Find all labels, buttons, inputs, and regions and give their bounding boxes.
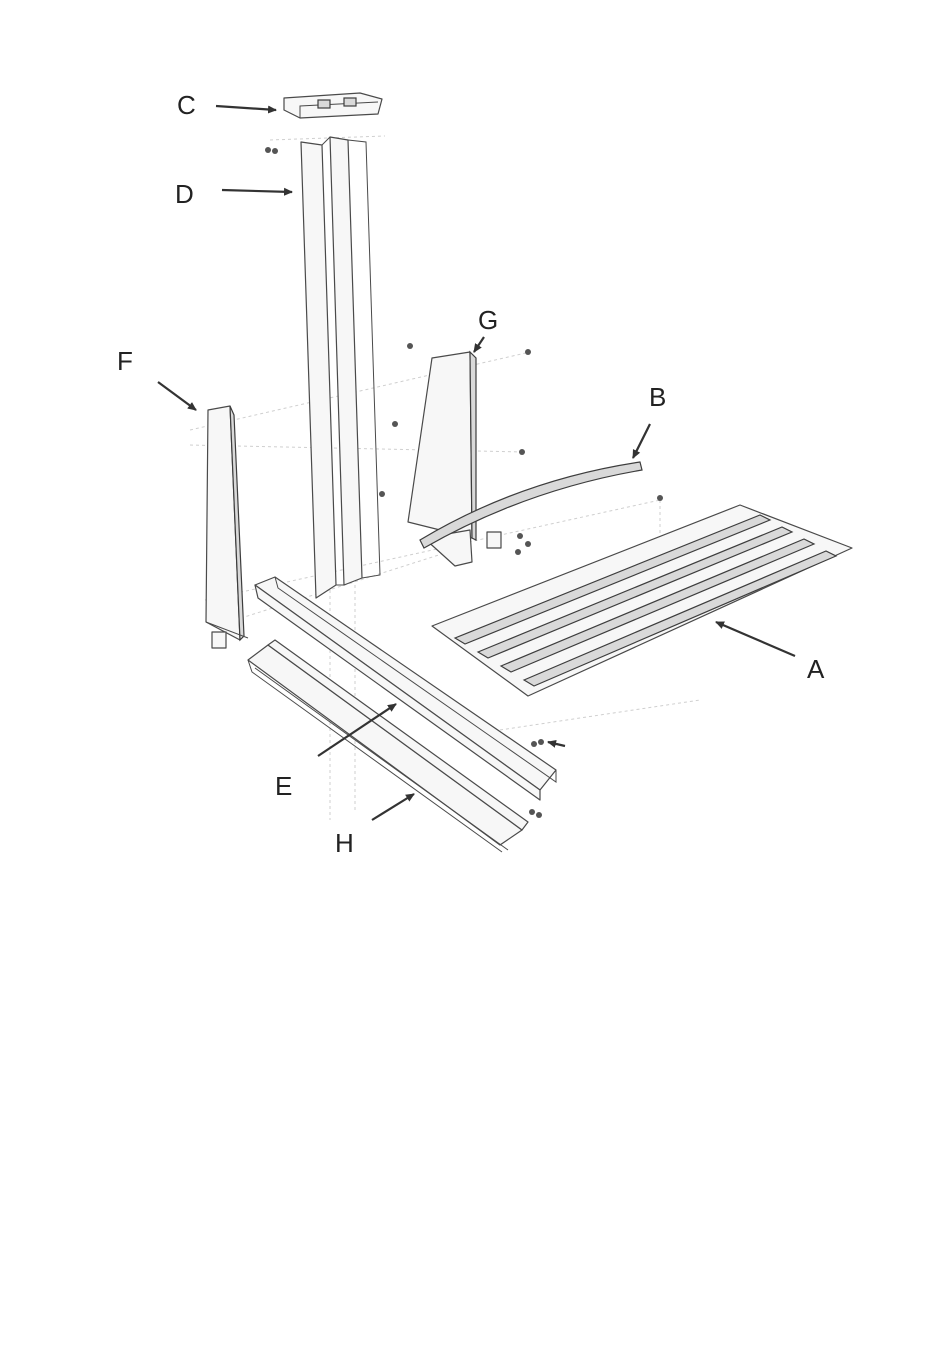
part-c-top-cap bbox=[284, 93, 382, 118]
label-b: B bbox=[649, 382, 666, 412]
label-g: G bbox=[478, 305, 498, 335]
label-e: E bbox=[275, 771, 292, 801]
part-f-bracket bbox=[206, 406, 248, 648]
part-d-post bbox=[301, 137, 380, 598]
label-a: A bbox=[807, 654, 825, 684]
label-h: H bbox=[335, 828, 354, 858]
label-d: D bbox=[175, 179, 194, 209]
label-c: C bbox=[177, 90, 196, 120]
label-f: F bbox=[117, 346, 133, 376]
part-g-bracket bbox=[408, 352, 501, 566]
